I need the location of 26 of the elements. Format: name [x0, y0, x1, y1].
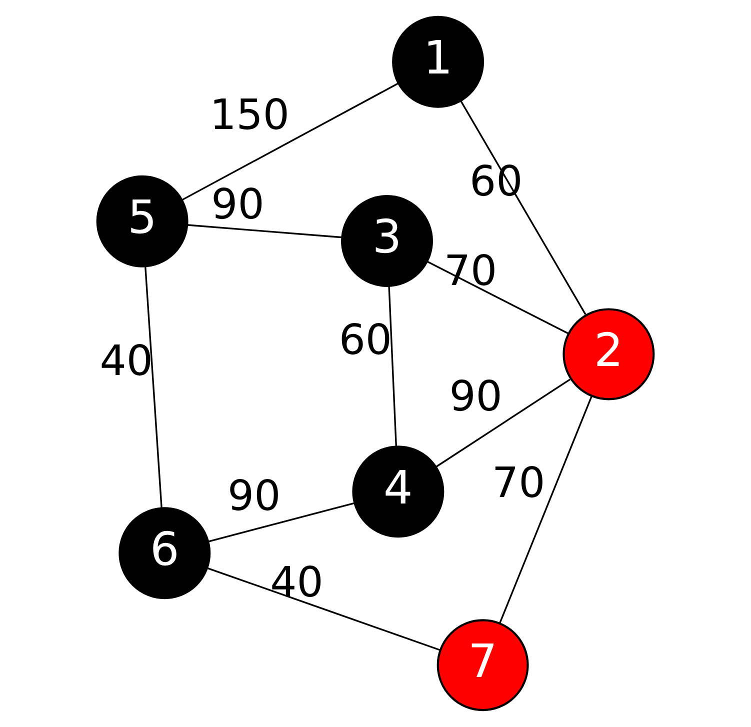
edge-label: 70 [492, 458, 546, 507]
node-circle: 2 [562, 308, 655, 400]
node-circle: 3 [341, 194, 433, 287]
connector [208, 502, 354, 542]
connector [499, 396, 592, 624]
edge-label: 60 [338, 314, 392, 364]
node-circle: 4 [352, 446, 444, 538]
connector [427, 260, 568, 334]
connector [435, 378, 571, 468]
connector [388, 286, 398, 447]
connector [144, 266, 162, 508]
edge-label: 90 [211, 180, 264, 229]
connector [182, 82, 399, 200]
edge-label: 40 [100, 336, 153, 385]
edge-label: 40 [270, 558, 324, 607]
edge-label: 90 [228, 470, 281, 520]
edge-label: 70 [444, 246, 498, 295]
connector [188, 224, 342, 238]
connector [460, 100, 586, 315]
node-circle: 5 [96, 175, 188, 268]
edge-label: 90 [449, 372, 502, 421]
edge-label: 150 [210, 90, 290, 140]
node-circle: 1 [392, 16, 484, 108]
node-circle: 6 [118, 507, 211, 600]
node-circle: 7 [436, 619, 529, 712]
connector [208, 568, 440, 651]
